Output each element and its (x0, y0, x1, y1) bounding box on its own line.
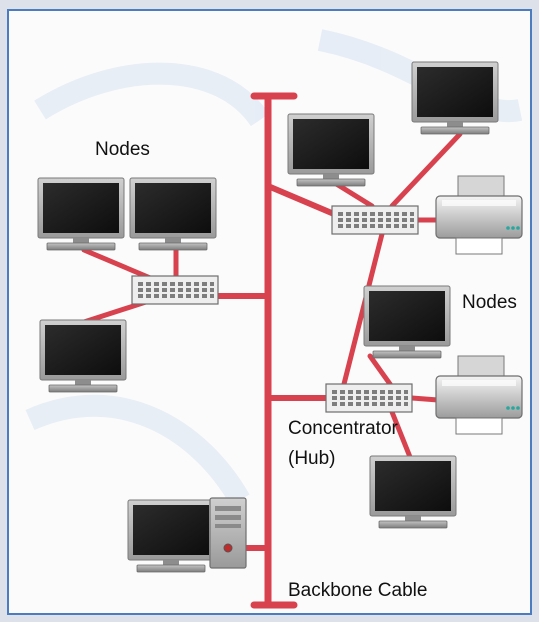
hub-concentrator (325, 383, 413, 413)
label-nodes-left: Nodes (95, 139, 150, 160)
cables (81, 92, 463, 609)
power-button-icon (223, 543, 233, 553)
label-hub: (Hub) (288, 448, 336, 469)
desktop-computer (127, 497, 247, 573)
label-backbone-cable: Backbone Cable (288, 580, 427, 601)
cable (409, 395, 441, 403)
label-nodes-right: Nodes (462, 292, 517, 313)
cable (341, 231, 385, 387)
hub-top-right (331, 205, 419, 235)
cable (367, 353, 393, 387)
label-concentrator: Concentrator (288, 418, 399, 439)
cable (389, 409, 415, 465)
cable (265, 183, 337, 217)
cable (389, 131, 463, 209)
hub-left (131, 275, 219, 305)
